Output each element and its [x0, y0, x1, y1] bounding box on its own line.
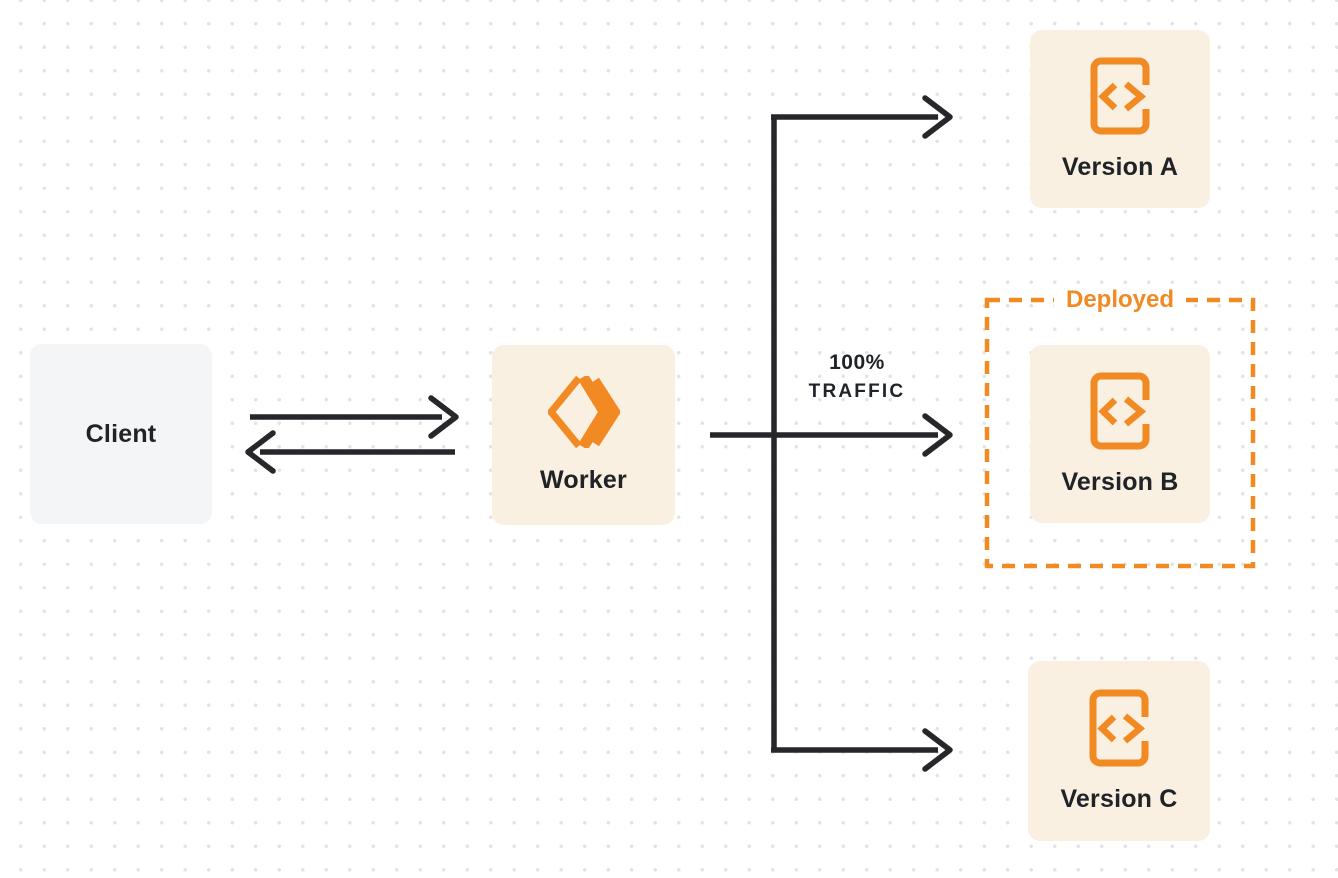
version-c-node-label: Version C	[1060, 784, 1178, 813]
code-file-icon	[1090, 372, 1150, 449]
traffic-percent-text: 100%	[829, 351, 885, 374]
deployed-annotation-label: Deployed	[1053, 286, 1187, 314]
code-file-icon	[1089, 689, 1149, 766]
version-a-node: Version A	[1030, 30, 1210, 208]
traffic-edge-label: 100% TRAFFIC	[809, 350, 906, 408]
worker-node: Worker	[492, 345, 675, 525]
client-node-label: Client	[85, 419, 157, 448]
arrowhead-client-to-worker	[428, 395, 459, 439]
version-b-node: Version B	[1030, 345, 1210, 523]
arrowhead-worker-to-version-b	[922, 413, 953, 457]
arrowhead-worker-to-version-c	[922, 728, 953, 772]
arrowhead-worker-to-client	[245, 430, 276, 474]
version-a-node-label: Version A	[1061, 152, 1179, 181]
client-node: Client	[30, 344, 212, 524]
traffic-word-text: TRAFFIC	[808, 381, 906, 402]
version-c-node: Version C	[1028, 661, 1210, 841]
arrowhead-worker-to-version-a	[922, 95, 953, 139]
worker-node-label: Worker	[540, 465, 627, 494]
code-file-icon	[1090, 57, 1150, 134]
workers-logo-icon	[547, 375, 620, 448]
version-b-node-label: Version B	[1061, 467, 1179, 496]
